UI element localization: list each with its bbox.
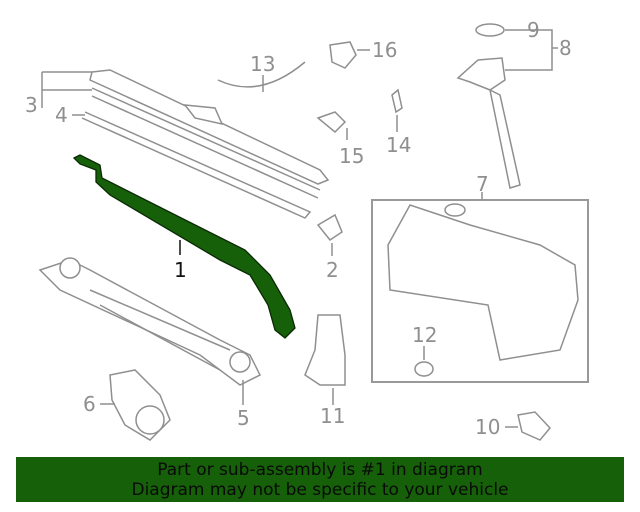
washer-reservoir-part[interactable] xyxy=(387,203,579,361)
callout-10[interactable]: 10 xyxy=(475,415,500,439)
callout-15[interactable]: 15 xyxy=(339,144,364,168)
wiper-motor-part[interactable] xyxy=(109,369,171,441)
nozzle-15-part[interactable] xyxy=(316,111,347,134)
callout-11[interactable]: 11 xyxy=(320,404,345,428)
nozzle-14-part[interactable] xyxy=(391,88,403,114)
callout-13[interactable]: 13 xyxy=(250,52,275,76)
callout-5[interactable]: 5 xyxy=(237,406,250,430)
callout-14[interactable]: 14 xyxy=(386,133,411,157)
callout-7[interactable]: 7 xyxy=(476,172,489,196)
callout-4[interactable]: 4 xyxy=(55,103,68,127)
washer-hose-part[interactable] xyxy=(217,61,306,88)
callout-16[interactable]: 16 xyxy=(372,38,397,62)
callout-2[interactable]: 2 xyxy=(326,258,339,282)
callout-1[interactable]: 1 xyxy=(174,258,187,282)
wiper-blade-part[interactable] xyxy=(81,69,330,219)
leader-3 xyxy=(41,71,92,108)
wiper-linkage-part[interactable] xyxy=(38,257,262,386)
washer-pump-part[interactable] xyxy=(304,314,346,386)
callout-6[interactable]: 6 xyxy=(83,392,96,416)
banner-line-1: Part or sub-assembly is #1 in diagram xyxy=(157,460,483,480)
callout-8[interactable]: 8 xyxy=(559,36,572,60)
diagram-notice-banner: Part or sub-assembly is #1 in diagram Di… xyxy=(16,457,624,502)
banner-line-2: Diagram may not be specific to your vehi… xyxy=(131,480,509,500)
callout-9[interactable]: 9 xyxy=(527,18,540,42)
cap-2-part[interactable] xyxy=(316,213,343,242)
filler-neck-part[interactable] xyxy=(456,23,521,189)
connector-10-part[interactable] xyxy=(517,411,552,441)
callout-12[interactable]: 12 xyxy=(412,323,437,347)
reservoir-box xyxy=(371,199,589,383)
callout-3[interactable]: 3 xyxy=(25,93,38,117)
clip-16-part[interactable] xyxy=(329,41,357,69)
leader-8-9 xyxy=(505,29,558,71)
wiper-arm-part[interactable] xyxy=(72,154,296,339)
grommet-12-part[interactable] xyxy=(414,361,434,377)
